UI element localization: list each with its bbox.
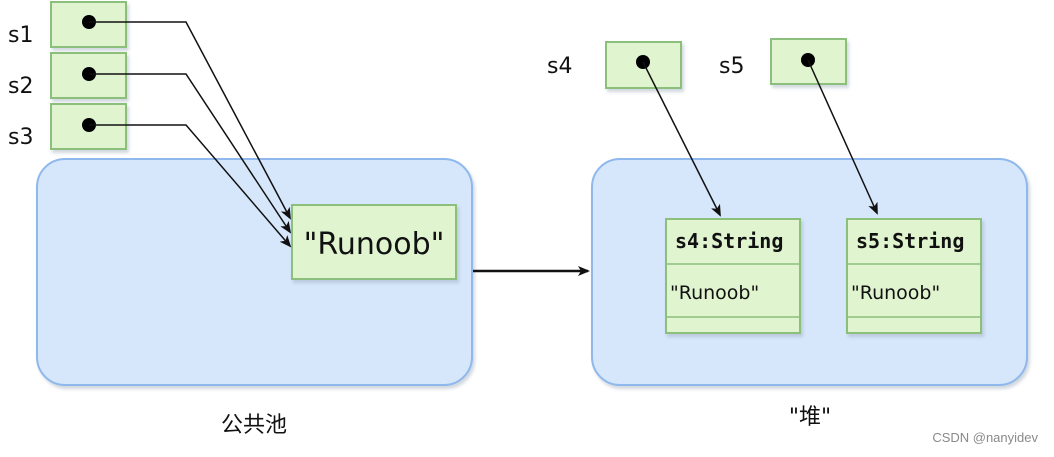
arrow-s4-to-heap-object bbox=[642, 61, 721, 217]
var-label-s1: s1 bbox=[8, 23, 33, 48]
heap-object-value: "Runoob" bbox=[851, 282, 940, 304]
arrow-s1-to-pool bbox=[89, 21, 291, 220]
var-label-s2: s2 bbox=[8, 74, 33, 99]
heap-object-s4: s4:String "Runoob" bbox=[665, 218, 801, 334]
pool-label: 公共池 bbox=[221, 413, 287, 438]
arrow-s3-to-pool bbox=[89, 124, 292, 248]
arrow-s5-to-heap-object bbox=[807, 59, 878, 215]
pool-literal-text: "Runoob" bbox=[304, 227, 445, 262]
var-label-s4: s4 bbox=[547, 54, 572, 79]
watermark: CSDN @nanyidev bbox=[932, 430, 1038, 445]
var-label-s5: s5 bbox=[719, 54, 744, 79]
arrow-s2-to-pool bbox=[89, 73, 292, 234]
var-label-s3: s3 bbox=[8, 125, 33, 150]
heap-object-title: s5:String bbox=[856, 229, 964, 253]
heap-label: "堆" bbox=[789, 405, 831, 430]
pool-literal-box: "Runoob" bbox=[291, 204, 457, 280]
var-box-s1 bbox=[50, 1, 127, 48]
var-box-s2 bbox=[50, 52, 127, 99]
heap-object-title: s4:String bbox=[675, 229, 783, 253]
var-box-s3 bbox=[50, 103, 127, 150]
heap-object-value: "Runoob" bbox=[670, 282, 759, 304]
var-box-s4 bbox=[605, 41, 682, 89]
heap-object-s5: s5:String "Runoob" bbox=[846, 218, 982, 334]
